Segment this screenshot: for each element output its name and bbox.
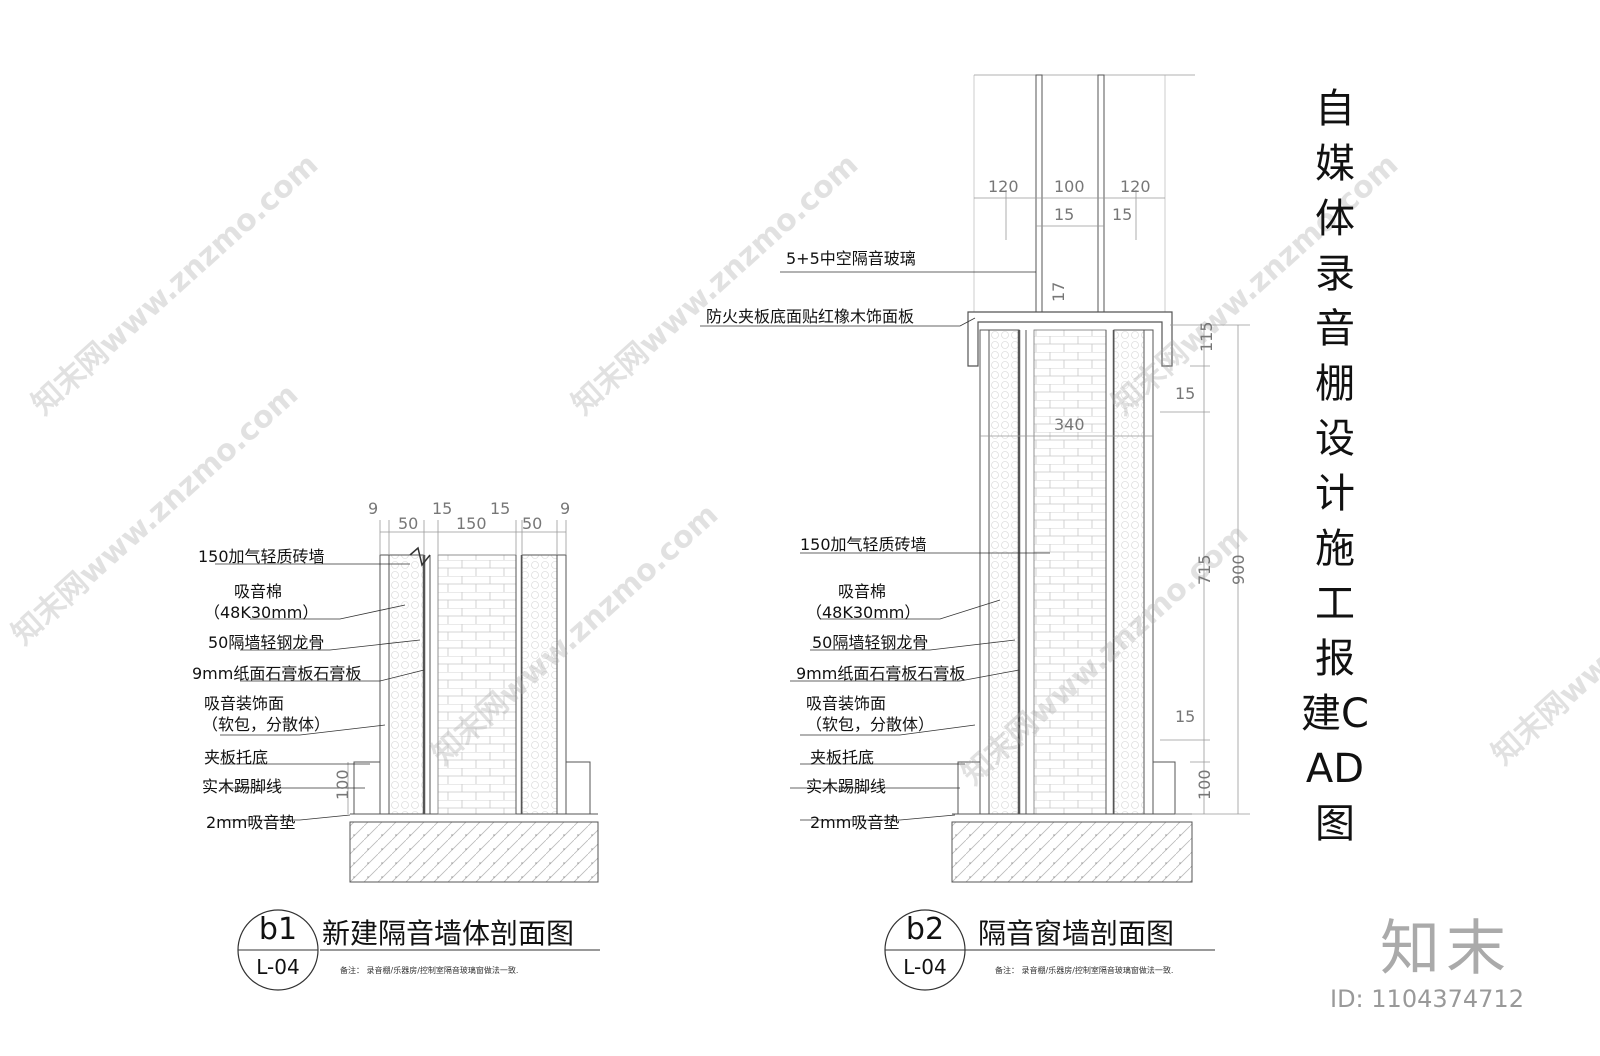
b1-label-finish: 吸音装饰面 [204,694,285,713]
b2-dim: 120 [988,177,1019,196]
b1-right-insulation [521,554,558,815]
b1-mark-ref: L-04 [256,955,300,979]
b1-dim: 9 [368,499,379,518]
b1-section-title: 新建隔音墙体剖面图 [322,917,575,950]
image-id: ID: 1104374712 [1330,985,1524,1013]
b2-mark-ref: L-04 [903,955,947,979]
b2-dim-right: 900 [1229,554,1248,585]
b2-section [700,74,1250,991]
b2-label-plywood: 夹板托底 [810,748,875,767]
b2-label-sill: 防火夹板底面贴红橡木饰面板 [706,307,915,326]
b1-label-insulation-spec: （48K30mm） [204,603,319,622]
b2-dim-right: 15 [1175,384,1196,403]
b1-label-pad: 2mm吸音垫 [206,813,296,832]
b2-dim: 120 [1120,177,1151,196]
b1-brick-wall [437,554,517,815]
b1-dim: 9 [560,499,571,518]
b1-dim: 50 [522,514,543,533]
b1-label-skirting: 实木踢脚线 [202,777,283,796]
b1-floor-slab [349,821,599,883]
b1-dim: 150 [456,514,487,533]
b1-label-insulation: 吸音棉 [234,582,283,601]
b2-dim-right: 115 [1197,321,1216,352]
b1-section [215,520,600,991]
b1-label-keel: 50隔墙轻钢龙骨 [208,633,325,652]
b1-label-plywood: 夹板托底 [204,748,269,767]
b1-label-finish-spec: （软包，分散体） [202,715,331,734]
b2-label-glass: 5+5中空隔音玻璃 [786,249,916,268]
b2-dim-right: 100 [1195,769,1214,800]
b1-left-finish [379,554,390,815]
b2-mark-id: b2 [905,912,945,947]
b2-label-skirting: 实木踢脚线 [806,777,887,796]
b2-dim: 100 [1054,177,1085,196]
b2-section-title: 隔音窗墙剖面图 [978,917,1175,950]
b2-dim: 15 [1054,205,1075,224]
b2-dim-17: 17 [1049,281,1068,302]
b2-label-keel: 50隔墙轻钢龙骨 [812,633,929,652]
b2-label-insulation-spec: （48K30mm） [806,603,921,622]
b1-dim: 15 [490,499,511,518]
b1-left-insulation [388,554,425,815]
b2-label-finish: 吸音装饰面 [806,694,887,713]
b2-label-pad: 2mm吸音垫 [810,813,900,832]
b2-glass-left [1035,74,1043,314]
b2-brick-wall [1033,329,1107,815]
b2-right-skirting [1152,761,1176,815]
b1-right-skirting [565,761,591,815]
b1-right-finish [556,554,567,815]
b1-mark-id: b1 [258,912,298,947]
b1-dim: 15 [432,499,453,518]
b2-left-insulation [988,329,1020,815]
b2-dim: 15 [1112,205,1133,224]
b2-label-insulation: 吸音棉 [838,582,887,601]
b2-floor-slab [951,821,1193,883]
b1-label-gypsum: 9mm纸面石膏板石膏板 [192,664,362,683]
b2-dim-340: 340 [1054,415,1085,434]
b2-label-gypsum: 9mm纸面石膏板石膏板 [796,664,966,683]
drawing-title: 自媒体录音棚设计施工报建CAD图 [1301,86,1369,847]
b1-dim-side: 100 [333,769,352,800]
b1-note: 备注： 录音棚/乐器房/控制室隔音玻璃窗做法一致. [340,966,519,975]
b2-label-brick: 150加气轻质砖墙 [800,535,927,554]
b1-dim: 50 [398,514,419,533]
b2-dim-right: 715 [1195,554,1214,585]
b2-label-finish-spec: （软包，分散体） [806,715,935,734]
b2-sill-board [967,311,1173,367]
b1-label-brick: 150加气轻质砖墙 [198,547,325,566]
b2-dim-right: 15 [1175,707,1196,726]
b2-note: 备注： 录音棚/乐器房/控制室隔音玻璃窗做法一致. [995,966,1174,975]
b2-glass-right [1097,74,1105,314]
brand-logo: 知末 [1380,914,1512,984]
